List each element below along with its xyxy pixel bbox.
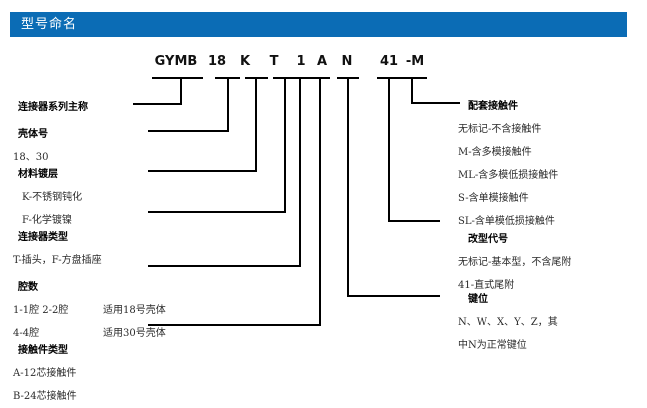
label-detail-connector-type-0: T-插头，F-方盘插座 — [13, 255, 102, 266]
label-heading-variant-code: 改型代号 — [468, 234, 508, 245]
label-detail-plating-0: K-不锈钢钝化 — [22, 192, 83, 203]
label-detail-contact-kit-2: ML-含多模低损接触件 — [458, 170, 559, 181]
label-detail-variant-code-0: 无标记-基本型，不含尾附 — [458, 257, 572, 268]
label-detail-cavity-count-0b: 适用18号壳体 — [103, 305, 166, 316]
code-segment-plating: K — [239, 54, 251, 69]
label-detail-contact-kit-3: S-含单模接触件 — [458, 193, 529, 204]
code-segment-cavity-count: 1 — [296, 54, 306, 69]
label-heading-shell-size: 壳体号 — [18, 129, 48, 140]
code-segment-connector-type: T — [269, 54, 279, 69]
section-header-bar — [10, 12, 627, 37]
label-heading-cavity-count: 腔数 — [18, 282, 38, 293]
label-detail-contact-kit-4: SL-含单模低损接触件 — [458, 216, 555, 227]
label-heading-keyway: 键位 — [468, 294, 488, 305]
label-detail-contact-kit-1: M-含多模接触件 — [458, 147, 532, 158]
code-segment-series: GYMB — [154, 54, 198, 69]
code-segment-contact-kit: -M — [405, 54, 425, 69]
label-detail-contact-type-1: B-24芯接触件 — [13, 391, 77, 402]
label-heading-connector-type: 连接器类型 — [18, 232, 68, 243]
code-segment-variant-code: 41 — [379, 54, 399, 69]
label-detail-cavity-count-0: 1-1腔 2-2腔 — [13, 305, 69, 316]
label-heading-series: 连接器系列主称 — [18, 102, 88, 113]
label-detail-cavity-count-1: 4-4腔 — [13, 328, 40, 339]
label-heading-plating: 材料镀层 — [18, 169, 58, 180]
code-segment-keyway: N — [341, 54, 353, 69]
code-segment-contact-type: A — [316, 54, 328, 69]
label-detail-contact-kit-0: 无标记-不含接触件 — [458, 124, 542, 135]
page-title: 型号命名 — [21, 17, 78, 32]
label-detail-shell-size-0: 18、30 — [13, 152, 49, 163]
label-detail-plating-1: F-化学镀镍 — [22, 215, 72, 226]
code-segment-shell-size: 18 — [207, 54, 227, 69]
label-heading-contact-type: 接触件类型 — [18, 345, 68, 356]
label-detail-variant-code-1: 41-直式尾附 — [458, 280, 515, 291]
label-heading-contact-kit: 配套接触件 — [468, 101, 518, 112]
label-detail-keyway-0: N、W、X、Y、Z，其 — [458, 317, 558, 328]
label-detail-keyway-1: 中N为正常键位 — [458, 340, 527, 351]
label-detail-contact-type-0: A-12芯接触件 — [13, 368, 77, 379]
label-detail-cavity-count-1b: 适用30号壳体 — [103, 328, 166, 339]
